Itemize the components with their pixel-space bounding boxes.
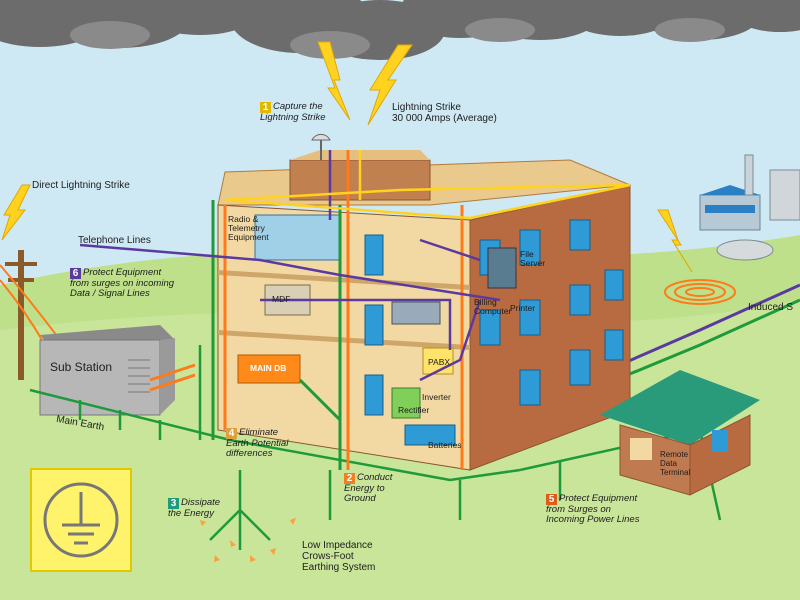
rectifier-label: Rectifier: [398, 405, 430, 415]
main-db-label: MAIN DB: [250, 363, 287, 373]
data-line: [79, 150, 501, 382]
telephone-label: Telephone Lines: [78, 235, 151, 246]
direct-strike-label: Direct Lightning Strike: [32, 180, 130, 191]
lightning-bolt-icon: [657, 209, 693, 273]
file-server-box: [487, 247, 517, 289]
remote-terminal-building: [600, 370, 760, 496]
power-pole: [0, 250, 61, 380]
sub-station-label: Sub Station: [50, 360, 113, 374]
radio-equipment: [254, 214, 341, 261]
remote-terminal-label: Remote Data Terminal: [660, 450, 691, 477]
pabx-label: PABX: [428, 357, 451, 367]
low-impedance-label: Low Impedance Crows-Foot Earthing System: [302, 540, 376, 573]
batteries-box: [404, 424, 456, 446]
inverter-label: Inverter: [422, 392, 451, 402]
sub-station: [39, 325, 175, 416]
mdf-label: MDF: [272, 294, 291, 304]
strike-label: Lightning Strike 30 000 Amps (Average): [392, 102, 497, 124]
main-db-box: [237, 354, 301, 384]
file-server-label: File Server: [520, 249, 546, 268]
billing-computer: [391, 301, 441, 325]
radio-equipment-label: Radio & Telemetry Equipment: [228, 214, 269, 242]
lightning-bolt-icon: [317, 41, 413, 126]
earth-ground-icon: [30, 468, 132, 572]
batteries-label: Batteries: [428, 440, 462, 450]
down-conductor: [223, 150, 464, 470]
billing-label: Billing Computer: [474, 297, 512, 316]
satellite-dish-icon: [311, 133, 331, 160]
inverter-box: [391, 387, 421, 419]
lightning-bolt-icon: [1, 184, 31, 241]
printer-label: Printer: [510, 303, 536, 313]
induced-label: Induced S: [748, 302, 794, 313]
factory: [699, 154, 800, 261]
